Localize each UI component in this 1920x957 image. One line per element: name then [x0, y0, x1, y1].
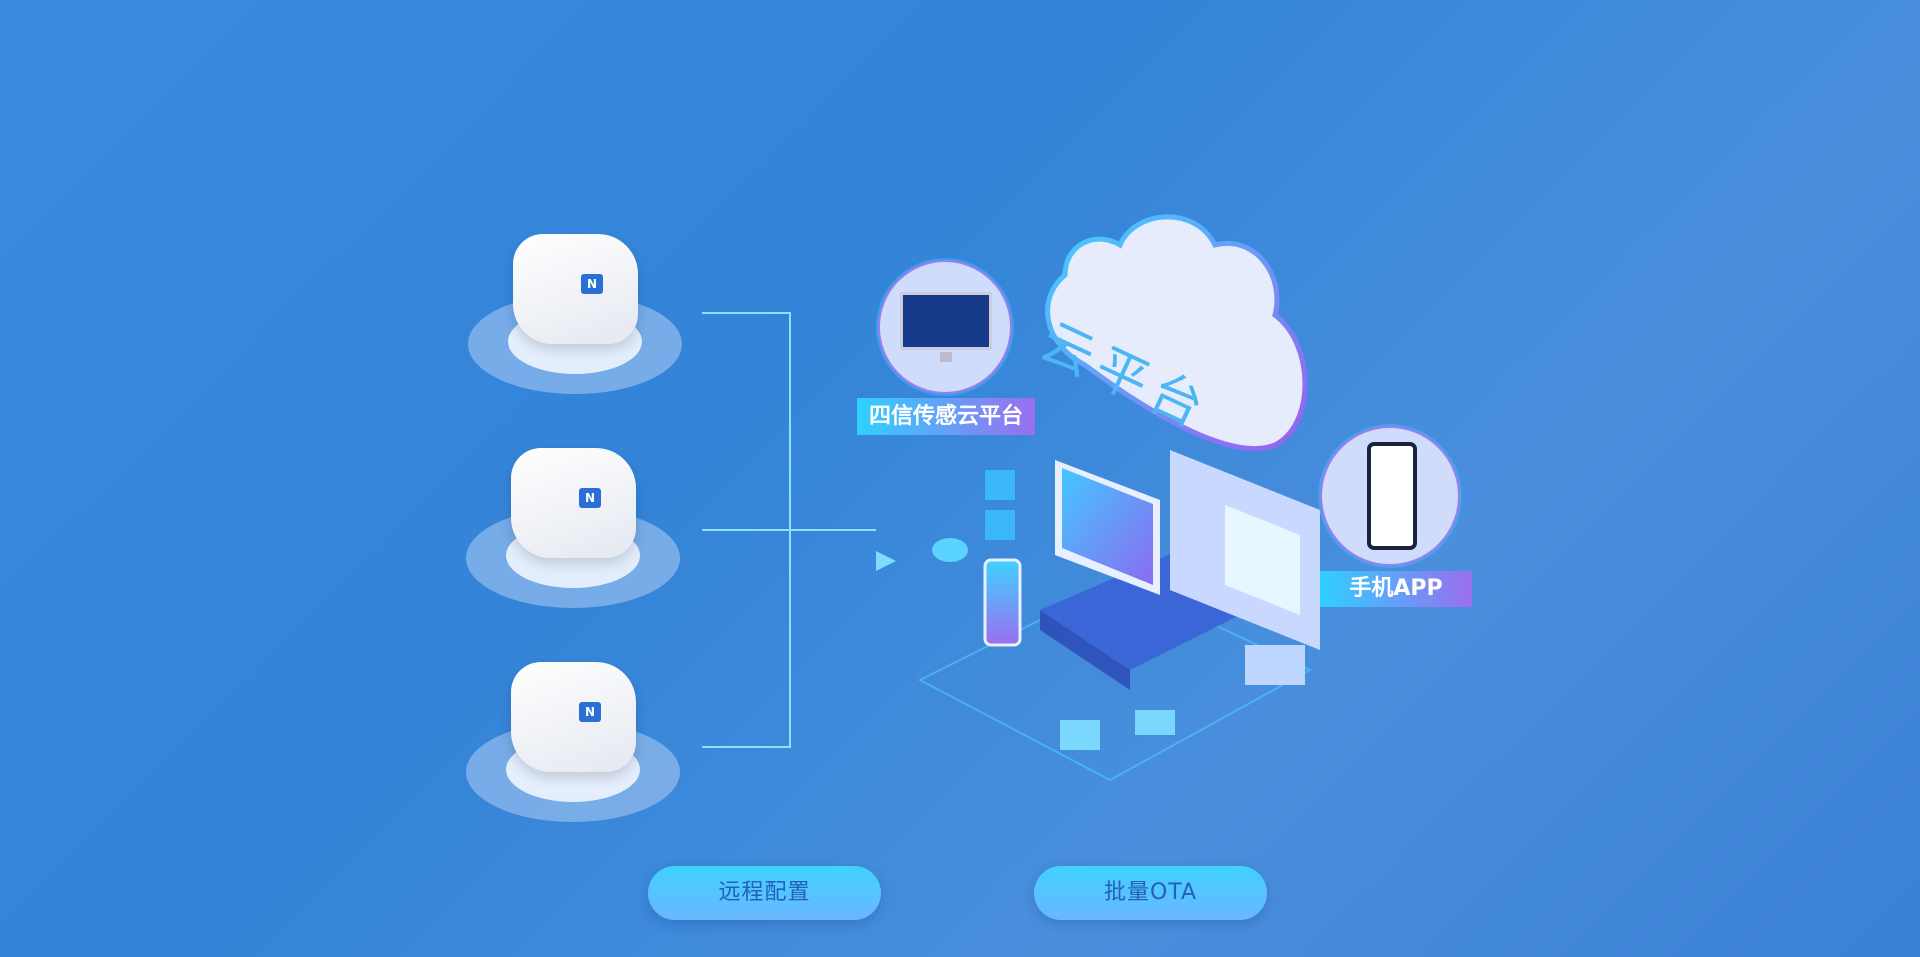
- mobile-app-icon: [1367, 442, 1417, 550]
- server-stack: [1135, 710, 1175, 735]
- device-node-2: N: [466, 448, 680, 608]
- device-node-3: N: [466, 662, 680, 822]
- batch-ota-button[interactable]: 批量OTA: [1034, 866, 1267, 920]
- browser-window: [1170, 450, 1320, 650]
- connector-line: [702, 312, 790, 314]
- nfc-badge: N: [579, 702, 601, 722]
- server-stack: [1060, 720, 1100, 750]
- sensor-device-icon: N: [511, 448, 636, 558]
- platform-monitor-circle: [878, 260, 1012, 394]
- server-stack: [1245, 645, 1305, 685]
- device-node-1: N: [468, 234, 682, 394]
- cube-icon: [985, 470, 1015, 540]
- remote-config-button[interactable]: 远程配置: [648, 866, 881, 920]
- desktop-monitor: [1055, 460, 1160, 595]
- phone-shape: [983, 558, 1022, 647]
- nfc-badge: N: [579, 488, 601, 508]
- dashboard-monitor-icon: [900, 292, 992, 350]
- cloud-small-icon: [932, 538, 968, 562]
- sensor-device-icon: N: [511, 662, 636, 772]
- platform-label: 四信传感云平台: [857, 398, 1035, 435]
- sensor-device-icon: N: [513, 234, 638, 344]
- arrow-icon: [876, 551, 896, 571]
- connector-line: [702, 746, 790, 748]
- isometric-cloud-platform-illustration: [917, 450, 1320, 782]
- app-phone-circle: [1320, 426, 1460, 566]
- app-label: 手机APP: [1320, 571, 1472, 607]
- nfc-badge: N: [581, 274, 603, 294]
- cloud-icon: [1045, 214, 1308, 452]
- connector-line: [789, 312, 791, 748]
